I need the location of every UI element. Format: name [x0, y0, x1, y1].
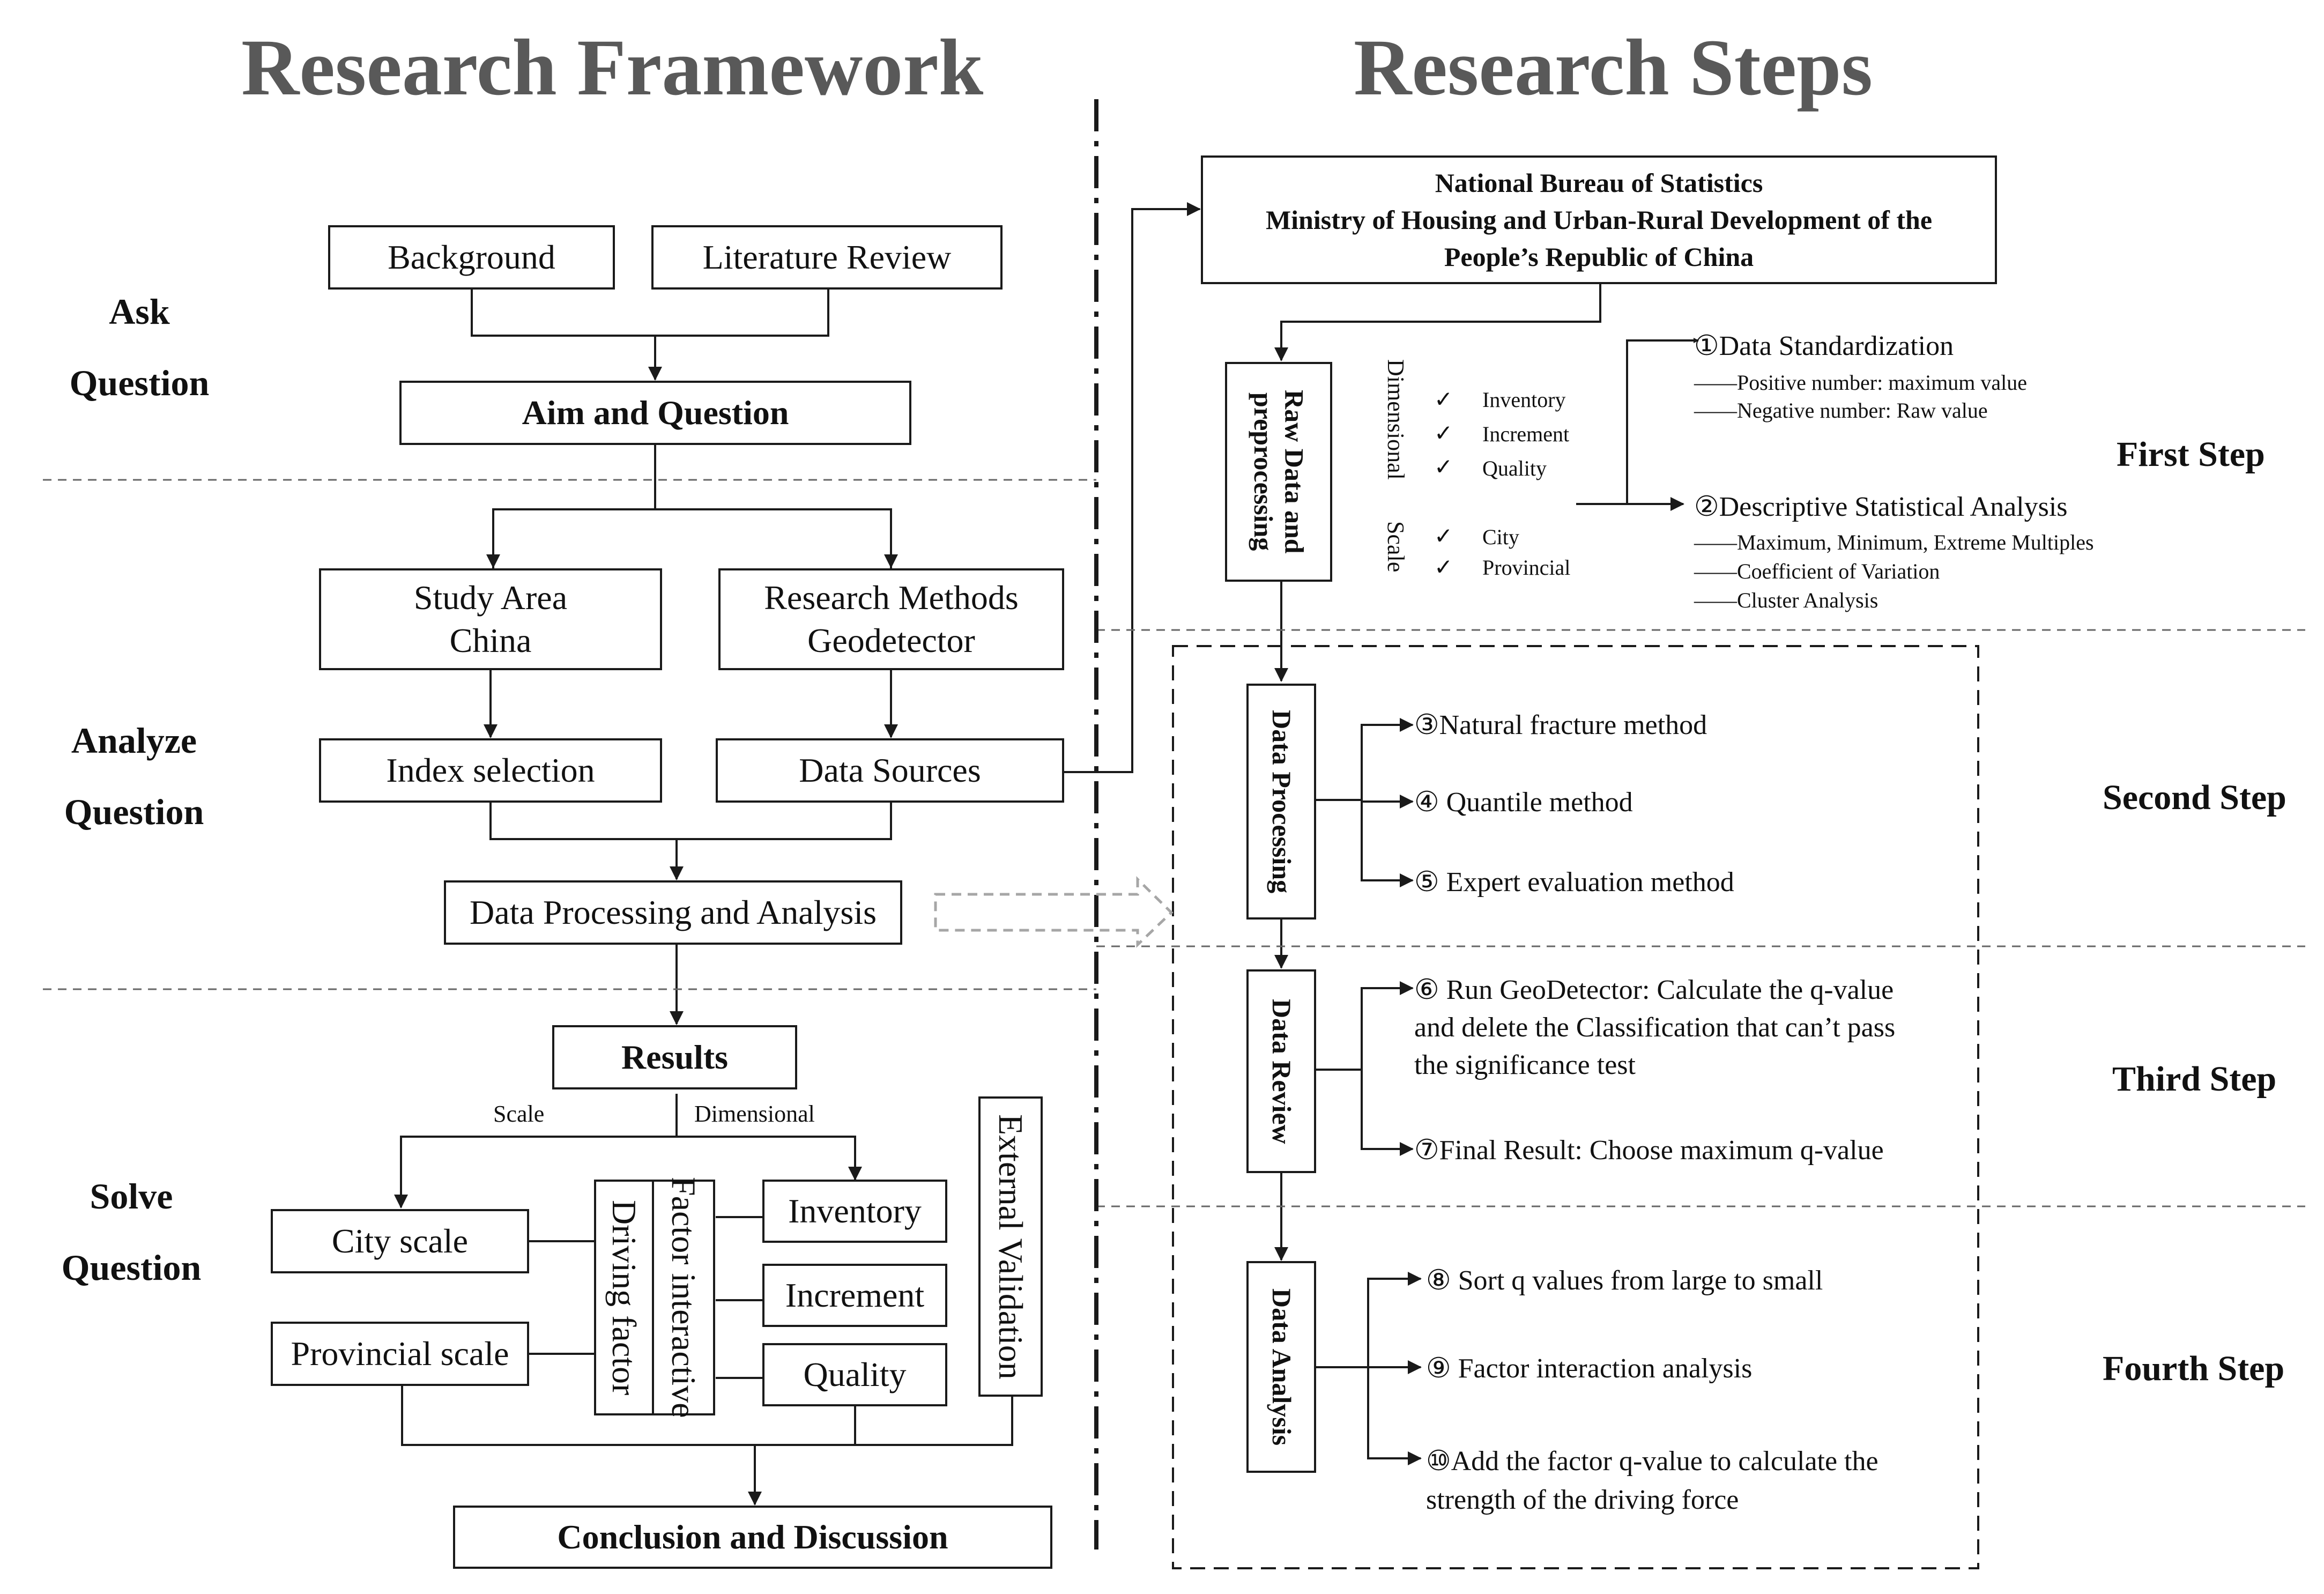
data-review-text: Data Review: [1266, 998, 1297, 1144]
data-analysis-box: Data Analysis: [1246, 1261, 1316, 1473]
step-item-10-line1: ⑩Add the factor q-value to calculate the: [1426, 1446, 1878, 1477]
scale-side-label: Scale: [1383, 521, 1409, 573]
aim-question-box: Aim and Question: [399, 381, 911, 445]
step-item-6: ⑥ Run GeoDetector: Calculate the q-value…: [1414, 972, 1895, 1084]
external-validation-text: External Validation: [991, 1114, 1030, 1380]
data-processing-box: Data Processing: [1246, 684, 1316, 920]
data-sources-box: Data Sources: [716, 738, 1064, 803]
factor-interactive-box: Factor interactive: [652, 1177, 715, 1418]
dimension-item: Increment: [1482, 422, 1570, 446]
raw-data-box: Raw Data and preprocessing: [1225, 362, 1332, 582]
phase-analyze: Analyze Question: [38, 705, 231, 847]
provincial-scale-box: Provincial scale: [271, 1322, 529, 1386]
source-box: National Bureau of Statistics Ministry o…: [1201, 155, 1997, 284]
data-analysis-text: Data Analysis: [1266, 1288, 1297, 1446]
steps-heading: Research Steps: [1354, 23, 1873, 112]
conclusion-box: Conclusion and Discussion: [453, 1506, 1052, 1569]
research-methods-line1: Research Methods: [764, 579, 1019, 617]
research-methods-line2: Geodetector: [807, 621, 975, 659]
phase-ask: Ask Question: [43, 276, 236, 418]
raw-data-line1: Raw Data and: [1279, 390, 1310, 554]
dimensional-side-label: Dimensional: [1383, 359, 1409, 480]
factor-interactive-text: Factor interactive: [664, 1177, 703, 1418]
phase-analyze-line1: Analyze: [71, 720, 197, 761]
step-item-7: ⑦Final Result: Choose maximum q-value: [1414, 1135, 1884, 1166]
raw-data-line2: preprocessing: [1249, 392, 1279, 551]
step-item-1: ①Data Standardization: [1694, 331, 1954, 361]
increment-box: Increment: [762, 1264, 947, 1327]
check-icon: ✓: [1434, 388, 1453, 412]
first-step-label: First Step: [2117, 435, 2265, 474]
study-area-line2: China: [449, 621, 532, 659]
step-item-5: ⑤ Expert evaluation method: [1414, 867, 1734, 898]
step-item-10-line2: strength of the driving force: [1426, 1485, 1739, 1515]
step-item-3: ③Natural fracture method: [1414, 710, 1707, 740]
step-item-2-sub: ——Coefficient of Variation: [1694, 559, 1940, 583]
raw-data-text: Raw Data and preprocessing: [1248, 390, 1310, 554]
step-item-9: ⑨ Factor interaction analysis: [1426, 1353, 1753, 1384]
literature-review-box: Literature Review: [651, 225, 1003, 290]
index-selection-box: Index selection: [319, 738, 662, 803]
results-box: Results: [552, 1025, 797, 1089]
step-item-2-sub: ——Maximum, Minimum, Extreme Multiples: [1694, 530, 2094, 554]
step-item-2-sub: ——Cluster Analysis: [1694, 588, 1878, 612]
step-item-6-line3: the significance test: [1414, 1050, 1636, 1080]
study-area-box: Study Area China: [319, 568, 662, 670]
step-item-4: ④ Quantile method: [1414, 787, 1633, 818]
phase-solve-line2: Question: [61, 1247, 202, 1288]
step-item-10: ⑩Add the factor q-value to calculate the…: [1426, 1442, 1878, 1519]
step-item-1-sub: ——Positive number: maximum value: [1694, 370, 2028, 395]
second-step-label: Second Step: [2103, 778, 2286, 817]
source-line2: Ministry of Housing and Urban-Rural Deve…: [1265, 204, 1933, 235]
source-line3: People’s Republic of China: [1444, 241, 1754, 272]
fourth-step-label: Fourth Step: [2103, 1349, 2285, 1388]
check-icon: ✓: [1434, 455, 1453, 480]
step-item-8: ⑧ Sort q values from large to small: [1426, 1265, 1823, 1296]
phase-ask-line2: Question: [69, 362, 210, 403]
check-icon: ✓: [1434, 421, 1453, 446]
scale-label: Scale: [493, 1101, 545, 1127]
driving-factor-text: Driving factor: [605, 1199, 643, 1396]
dimensional-label: Dimensional: [694, 1101, 815, 1127]
step-item-6-line2: and delete the Classification that can’t…: [1414, 1012, 1896, 1043]
data-review-box: Data Review: [1246, 969, 1316, 1173]
external-validation-box: External Validation: [978, 1096, 1043, 1397]
quality-box: Quality: [762, 1343, 947, 1406]
background-box: Background: [328, 225, 615, 290]
phase-solve: Solve Question: [35, 1161, 228, 1303]
dimension-item: Inventory: [1482, 388, 1566, 412]
scale-item: Provincial: [1482, 555, 1571, 580]
phase-ask-line1: Ask: [109, 291, 170, 332]
step-item-1-sub: ——Negative number: Raw value: [1694, 398, 1988, 422]
dimension-item: Quality: [1482, 456, 1547, 480]
source-line1: National Bureau of Statistics: [1435, 167, 1763, 198]
step-item-2: ②Descriptive Statistical Analysis: [1694, 492, 2068, 522]
framework-heading: Research Framework: [241, 23, 984, 112]
data-processing-text: Data Processing: [1266, 709, 1297, 894]
step-item-6-line1: ⑥ Run GeoDetector: Calculate the q-value: [1414, 975, 1894, 1005]
check-icon: ✓: [1434, 555, 1453, 580]
phase-analyze-line2: Question: [64, 791, 204, 832]
driving-factor-box: Driving factor: [594, 1180, 654, 1415]
study-area-line1: Study Area: [413, 579, 568, 617]
check-icon: ✓: [1434, 524, 1453, 549]
data-processing-analysis-box: Data Processing and Analysis: [444, 880, 902, 945]
scale-item: City: [1482, 525, 1519, 549]
research-methods-box: Research Methods Geodetector: [718, 568, 1064, 670]
third-step-label: Third Step: [2112, 1059, 2277, 1099]
inventory-box: Inventory: [762, 1180, 947, 1243]
city-scale-box: City scale: [271, 1209, 529, 1273]
phase-solve-line1: Solve: [90, 1176, 173, 1217]
